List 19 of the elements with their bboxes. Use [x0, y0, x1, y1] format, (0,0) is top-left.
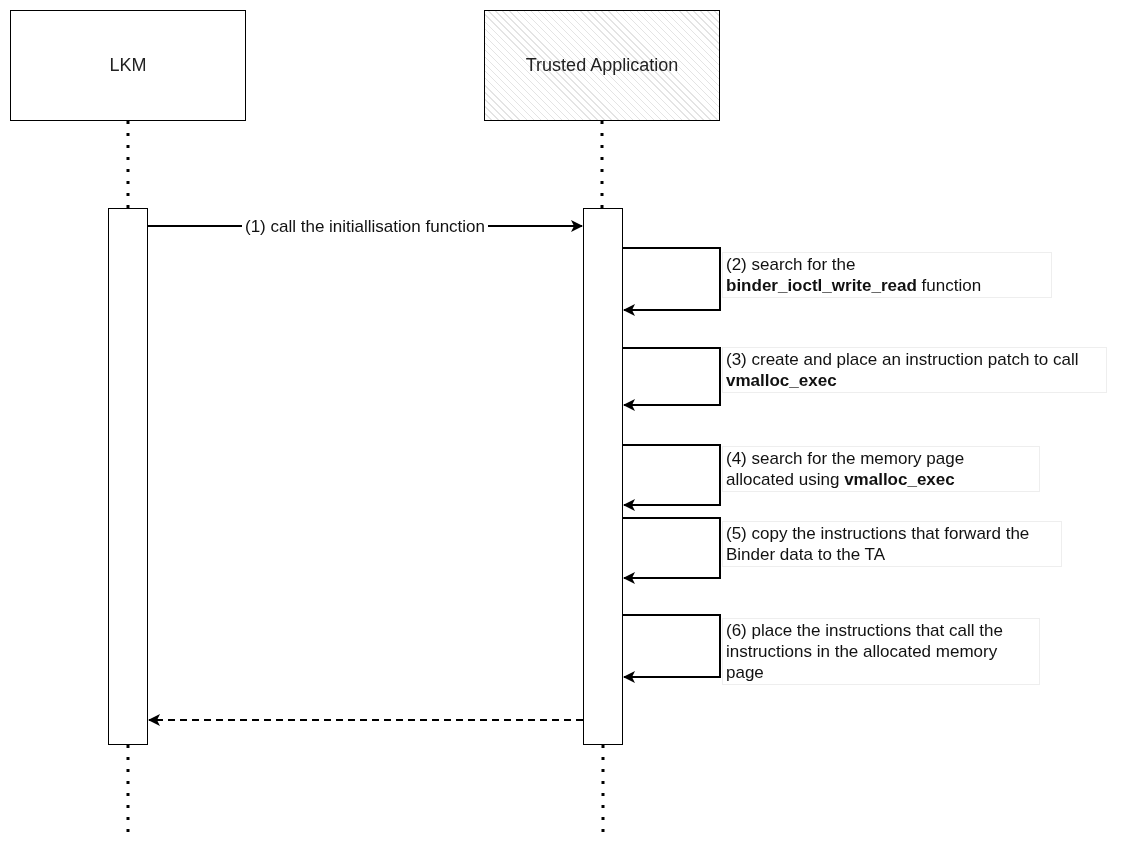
edge-label: (6) place the instructions that call the instructions in the allocated memory page: [722, 618, 1040, 685]
self-message-arrow: [622, 247, 721, 316]
activation-bar: [108, 208, 148, 745]
edge-label: (4) search for the memory page allocated using vmalloc_exec: [722, 446, 1040, 492]
edge-label: (5) copy the instructions that forward the Binder data to the TA: [722, 521, 1062, 567]
self-message-arrow: [622, 347, 721, 411]
lifeline-header-box: [484, 10, 720, 121]
lifeline: [126, 121, 130, 208]
lifeline-title: Trusted Application: [525, 55, 679, 76]
edge-label: (2) search for the binder_ioctl_write_read function: [722, 252, 1052, 298]
self-message-arrow: [622, 444, 721, 511]
self-message-arrow: [622, 614, 721, 683]
self-message-arrow: [622, 517, 721, 584]
activation-bar: [583, 208, 623, 745]
edge-label: (3) create and place an instruction patch to call vmalloc_exec: [722, 347, 1107, 393]
return-arrow: [148, 714, 584, 726]
lifeline: [600, 121, 604, 208]
lifeline-title: LKM: [109, 55, 147, 76]
lifeline-header-box: [10, 10, 246, 121]
